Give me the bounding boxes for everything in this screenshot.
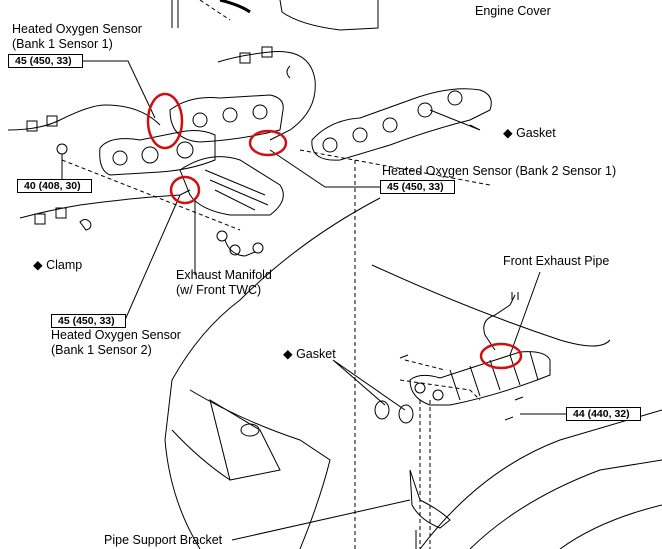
gasket-top-label: ◆ Gasket	[503, 126, 556, 140]
leader-lines	[53, 60, 566, 541]
car-body-outline	[164, 197, 662, 549]
gasket-top-drawing	[311, 88, 492, 161]
front-exhaust-pipe-label: Front Exhaust Pipe	[503, 254, 610, 268]
engine-cover-label: Engine Cover	[475, 4, 551, 18]
dashed-guides	[61, 0, 491, 549]
engine-cover-drawing	[171, 0, 379, 31]
hos-bank1-sensor1-sublabel: (Bank 1 Sensor 1)	[12, 37, 113, 51]
highlight-bank1-sensor1	[146, 92, 184, 150]
torque-box-hos-b2s1: 45 (450, 33)	[380, 180, 455, 194]
clamp-label: ◆ Clamp	[33, 258, 83, 272]
hos-bank2-sensor1-label: Heated Oxygen Sensor (Bank 2 Sensor 1)	[382, 164, 617, 178]
torque-box-hos-b1s1: 45 (450, 33)	[8, 54, 83, 68]
highlight-bank2-sensor1	[248, 129, 288, 157]
hos-bank1-sensor2-sublabel: (Bank 1 Sensor 2)	[51, 343, 152, 357]
torque-box-hos-b1s2: 45 (450, 33)	[51, 314, 126, 328]
highlight-bank1-sensor2	[169, 175, 201, 205]
front-exhaust-pipe-drawing	[374, 292, 551, 549]
torque-box-bolt-44: 44 (440, 32)	[566, 407, 641, 421]
exhaust-manifold-label: Exhaust Manifold	[176, 268, 272, 282]
highlight-marks	[146, 92, 523, 370]
pipe-support-bracket-label: Pipe Support Bracket	[104, 533, 223, 547]
hos-bank1-sensor2-label: Heated Oxygen Sensor	[51, 328, 181, 342]
hos-bank1-sensor1-label: Heated Oxygen Sensor	[12, 22, 142, 36]
highlight-front-pipe-sensor	[479, 342, 523, 370]
torque-box-nut-40: 40 (408, 30)	[17, 179, 92, 193]
sensor-wiring	[7, 46, 316, 225]
gasket-bottom-label: ◆ Gasket	[283, 347, 336, 361]
exhaust-manifold-drawing	[99, 94, 284, 257]
exhaust-manifold-sublabel: (w/ Front TWC)	[176, 283, 262, 297]
